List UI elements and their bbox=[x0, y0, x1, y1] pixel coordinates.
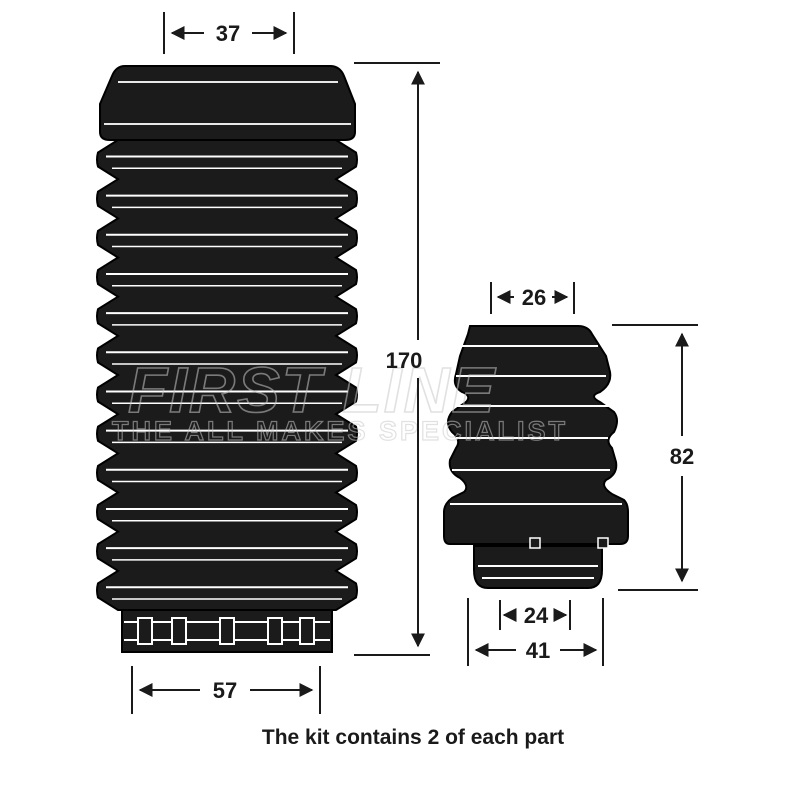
brand-watermark: FIRST LINE THE ALL MAKES SPECIALIST bbox=[111, 353, 568, 446]
bump-stop-bore-label: 24 bbox=[524, 603, 549, 628]
bump-stop-top-width-label: 26 bbox=[522, 285, 546, 310]
bump-stop bbox=[443, 325, 629, 589]
boot-cap bbox=[99, 65, 356, 141]
boot-bottom-width-dimension: 57 bbox=[131, 666, 321, 714]
watermark-brand: FIRST LINE bbox=[128, 354, 497, 426]
bump-stop-top-width-dimension: 26 bbox=[490, 282, 575, 314]
watermark-tagline: THE ALL MAKES SPECIALIST bbox=[112, 416, 568, 446]
boot-top-width-label: 37 bbox=[216, 21, 240, 46]
boot-height-dimension: 170 bbox=[354, 62, 440, 656]
boot-height-label: 170 bbox=[386, 348, 423, 373]
kit-caption: The kit contains 2 of each part bbox=[261, 726, 565, 749]
bump-stop-bore-dimension: 24 bbox=[499, 600, 571, 630]
bump-stop-base-width-label: 41 bbox=[526, 638, 550, 663]
bump-stop-height-label: 82 bbox=[670, 444, 694, 469]
boot-bottom-width-label: 57 bbox=[213, 678, 237, 703]
boot-collar bbox=[121, 609, 333, 653]
bump-stop-height-dimension: 82 bbox=[612, 324, 698, 591]
dust-boot bbox=[96, 65, 358, 653]
bump-stop-base-width-dimension: 41 bbox=[467, 598, 604, 666]
bellows-outline bbox=[96, 139, 358, 611]
boot-bellows bbox=[96, 139, 358, 611]
boot-top-width-dimension: 37 bbox=[163, 12, 295, 54]
